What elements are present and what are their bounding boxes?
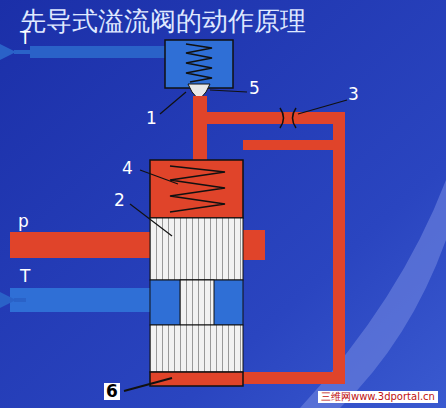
tank-port: [10, 288, 150, 312]
spool-upper: [150, 218, 243, 280]
pressure-channels: [10, 96, 345, 384]
spool-stem: [180, 280, 214, 325]
pilot-drain-line: [30, 46, 165, 58]
port-name: p: [18, 213, 29, 230]
spool-lower: [150, 325, 243, 372]
callout-number: 2: [114, 192, 125, 209]
spring-chamber: [150, 160, 243, 218]
tank-chamber: [150, 280, 243, 325]
drain-arrow: [14, 50, 30, 54]
callout-number: 4: [122, 160, 133, 177]
slide-title: 先导式溢流阀的动作原理: [20, 8, 306, 34]
main-valve: [10, 160, 243, 386]
leader-lines: [124, 90, 347, 391]
pilot-spring: [186, 44, 212, 82]
callout-number: 5: [249, 80, 260, 97]
callout-number: 3: [348, 86, 359, 103]
tank-arrow: [14, 298, 26, 302]
callout-number: 1: [146, 110, 157, 127]
orifice-symbol: [280, 108, 296, 128]
bottom-chamber: [150, 372, 243, 386]
main-spring: [170, 166, 225, 212]
port-name: T: [20, 268, 30, 285]
callout-number: 6: [104, 383, 120, 400]
watermark: 三维网www.3dportal.cn: [318, 391, 438, 403]
port-name: T: [20, 30, 30, 47]
pilot-valve: [14, 40, 233, 100]
pilot-body: [165, 40, 233, 88]
